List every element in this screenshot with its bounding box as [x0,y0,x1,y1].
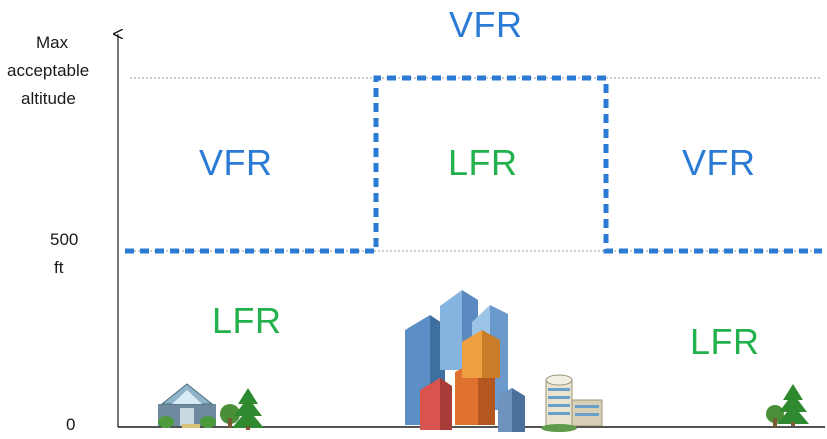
y-label-500-line2: ft [54,258,64,277]
y-label-500-line1: 500 [50,230,79,249]
y-label-max-line1: Max [36,33,69,52]
region-label-vfr-left: VFR [199,142,273,183]
resort-building-icon [158,383,216,428]
tree-icon [220,388,264,430]
region-label-lfr-left: LFR [212,300,282,341]
region-label-lfr-right: LFR [690,321,760,362]
region-label-lfr-center: LFR [448,142,518,183]
tree-icon [766,384,809,427]
office-building-icon [541,374,603,432]
region-label-vfr-right: VFR [682,142,756,183]
airspace-boundary-line [125,75,822,254]
city-skyscrapers-icon [405,290,525,432]
y-label-zero: 0 [66,415,76,434]
y-label-max-line3: altitude [21,89,76,108]
region-label-vfr-top: VFR [449,4,523,45]
y-label-max-line2: acceptable [7,61,90,80]
